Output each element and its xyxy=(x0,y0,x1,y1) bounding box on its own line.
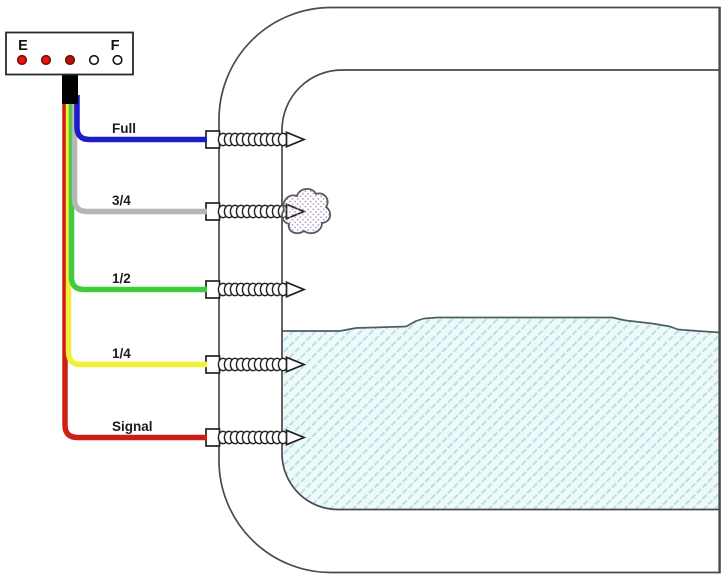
tank-liquid xyxy=(282,317,720,510)
wire-quarter xyxy=(65,95,207,368)
wire-three-quarter xyxy=(71,95,207,215)
sealant-blob xyxy=(281,188,332,235)
liquid-surface-line xyxy=(282,316,721,334)
gauge-led-5-off xyxy=(112,54,123,66)
gauge-housing xyxy=(5,31,134,76)
sender-cable xyxy=(62,73,78,104)
wire-label-half: 1/2 xyxy=(112,271,131,286)
wire-full xyxy=(74,95,207,143)
wire-label-quarter: 1/4 xyxy=(112,346,131,361)
wire-half xyxy=(68,95,207,293)
wire-label-full: Full xyxy=(112,121,136,136)
gauge-empty-label: E xyxy=(18,38,28,54)
wire-signal xyxy=(62,95,207,441)
screw-half xyxy=(205,280,305,299)
wire-harness xyxy=(62,95,207,441)
gauge-led-2-on xyxy=(40,54,52,66)
screw-full xyxy=(205,130,305,149)
screw-quarter xyxy=(205,355,305,374)
level-gauge: E F xyxy=(5,31,134,76)
wire-label-signal: Signal xyxy=(112,419,153,434)
gauge-full-label: F xyxy=(111,38,120,54)
wire-label-three-quarter: 3/4 xyxy=(112,193,131,208)
gauge-led-3-on xyxy=(64,54,76,66)
screw-signal xyxy=(205,428,305,447)
gauge-led-1-on xyxy=(16,54,28,66)
gauge-led-4-off xyxy=(88,54,100,66)
